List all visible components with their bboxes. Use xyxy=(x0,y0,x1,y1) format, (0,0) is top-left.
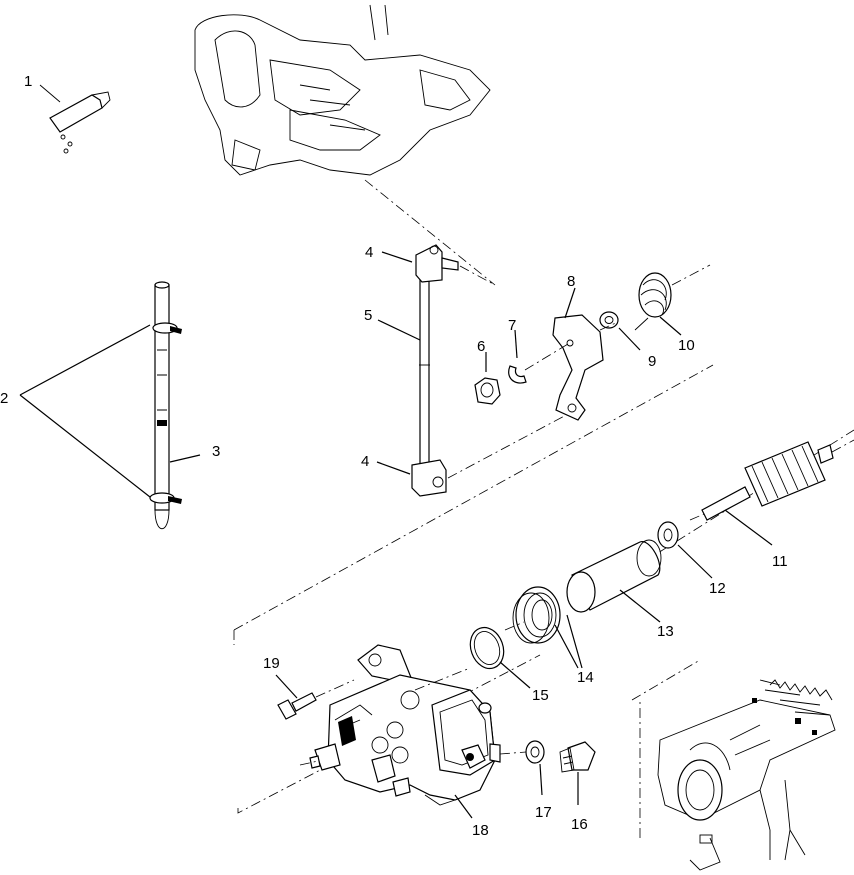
part-6-nut xyxy=(474,352,501,405)
part-11-gear-shaft xyxy=(689,439,854,546)
part-9-washer xyxy=(599,311,641,351)
part-18-pump-body xyxy=(299,644,501,819)
callout-9: 9 xyxy=(648,353,656,370)
part-14-seal-pulley xyxy=(504,586,583,669)
part-4-rod-end-lower xyxy=(411,412,571,497)
part-10-spring xyxy=(634,264,711,336)
callout-15: 15 xyxy=(532,687,549,704)
part-2-hose-clamps xyxy=(149,322,182,504)
part-15-o-ring xyxy=(469,626,531,689)
callout-3: 3 xyxy=(212,443,220,460)
callout-8: 8 xyxy=(567,273,575,290)
callout-19: 19 xyxy=(263,655,280,672)
callout-16: 16 xyxy=(571,816,588,833)
part-4-rod-end-upper xyxy=(415,244,496,286)
part-16-plug xyxy=(559,741,596,805)
part-3-hose xyxy=(154,281,170,530)
callout-2: 2 xyxy=(0,390,8,407)
engine-frame-sketch xyxy=(194,4,496,286)
callout-11: 11 xyxy=(772,553,788,570)
callout-1: 1 xyxy=(24,73,32,90)
leader-lines-4-5 xyxy=(376,251,421,475)
engine-block-sketch xyxy=(631,659,836,871)
callout-6: 6 xyxy=(477,338,485,355)
part-12-washer xyxy=(657,521,713,579)
leader-lines-2-3 xyxy=(19,324,201,498)
part-8-bracket xyxy=(524,287,604,421)
part-13-sleeve xyxy=(566,539,662,623)
callout-12: 12 xyxy=(709,580,726,597)
callout-4-lower: 4 xyxy=(361,453,369,470)
callout-labels: 1 2 3 4 4 5 6 7 8 9 10 11 12 13 14 15 16… xyxy=(0,73,788,839)
part-17-washer xyxy=(499,740,545,796)
callout-10: 10 xyxy=(678,337,695,354)
callout-5: 5 xyxy=(364,307,372,324)
part-7-washer xyxy=(508,329,527,384)
callout-17: 17 xyxy=(535,804,552,821)
callout-18: 18 xyxy=(472,822,489,839)
part-5-rod xyxy=(419,274,430,466)
part-19-bolt xyxy=(275,674,355,720)
callout-13: 13 xyxy=(657,623,674,640)
callout-4-upper: 4 xyxy=(365,244,373,261)
callout-14: 14 xyxy=(577,669,594,686)
part-1-fitting xyxy=(39,84,111,154)
callout-7: 7 xyxy=(508,317,516,334)
